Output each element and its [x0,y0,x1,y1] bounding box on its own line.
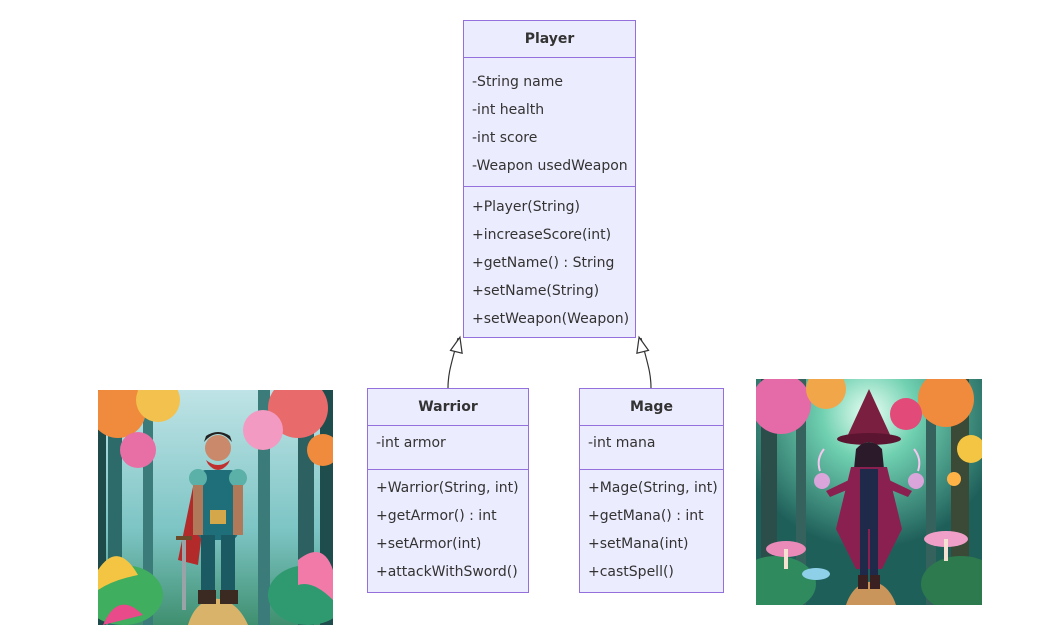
warrior-inheritance-arrowhead [449,335,463,355]
method: +Warrior(String, int) [376,480,519,496]
method: +increaseScore(int) [472,227,612,243]
class-player-methods: +Player(String) +increaseScore(int) +get… [464,187,635,333]
class-mage-methods: +Mage(String, int) +getMana() : int +set… [580,470,723,586]
method: +Mage(String, int) [588,480,718,496]
method: +castSpell() [588,564,674,580]
class-warrior-attributes: -int armor [368,426,528,470]
method: +getMana() : int [588,508,704,524]
attribute: -Weapon usedWeapon [472,158,628,174]
mage-inheritance-arrowhead [636,335,650,355]
method: +getName() : String [472,255,615,271]
class-mage[interactable]: Mage -int mana +Mage(String, int) +getMa… [579,388,724,593]
mage-to-player-inheritance-line [640,337,652,389]
class-warrior[interactable]: Warrior -int armor +Warrior(String, int)… [367,388,529,593]
warrior-to-player-inheritance-line [447,337,459,389]
attribute: -String name [472,74,563,90]
method: +setMana(int) [588,536,689,552]
class-player[interactable]: Player -String name -int health -int sco… [463,20,636,338]
class-player-attributes: -String name -int health -int score -Wea… [464,58,635,187]
method: +setArmor(int) [376,536,482,552]
attribute: -int armor [376,435,446,451]
warrior-illustration [98,390,333,625]
mage-illustration [756,379,982,605]
class-mage-name: Mage [580,389,723,426]
attribute: -int health [472,102,545,118]
method: +setWeapon(Weapon) [472,311,630,327]
method: +getArmor() : int [376,508,497,524]
class-mage-attributes: -int mana [580,426,723,470]
method: +Player(String) [472,199,581,215]
class-player-name: Player [464,21,635,58]
method: +setName(String) [472,283,600,299]
class-warrior-methods: +Warrior(String, int) +getArmor() : int … [368,470,528,586]
attribute: -int score [472,130,538,146]
method: +attackWithSword() [376,564,518,580]
class-warrior-name: Warrior [368,389,528,426]
attribute: -int mana [588,435,656,451]
